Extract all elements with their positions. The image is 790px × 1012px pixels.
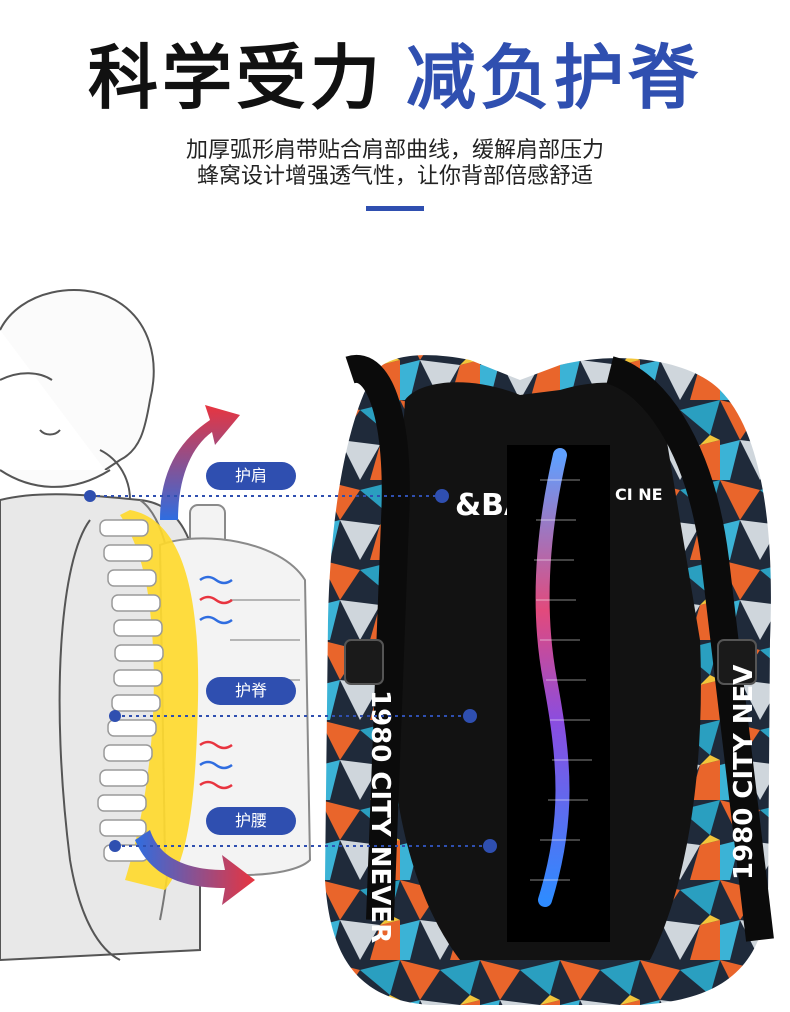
callout-shoulder: 护肩: [206, 462, 296, 490]
backpack-icon: [158, 504, 312, 876]
down-arrow-icon: [135, 830, 255, 905]
airflow-arrow-icon: [199, 575, 233, 790]
subtitle-line-2: 蜂窝设计增强透气性，让你背部倍感舒适: [196, 164, 593, 189]
strap-text-left: 1980 CITY NEVER: [365, 690, 395, 943]
callout-waist: 护腰: [206, 807, 296, 835]
spine-icon: [97, 519, 164, 862]
callout-spine: 护脊: [206, 677, 296, 705]
xray-spine: [535, 448, 570, 907]
print-side-text: CI NE: [615, 485, 663, 504]
headline-blue: 减负护脊: [406, 37, 702, 119]
strap-text-right: 1980 CITY NEV: [729, 665, 759, 880]
subtitle-line-1: 加厚弧形肩带贴合肩部曲线，缓解肩部压力: [185, 138, 604, 163]
headline-black: 科学受力: [88, 37, 384, 119]
product-illustration: &BA CI NE 1980 CITY NEVER 1980 CITY NEV: [0, 289, 774, 1005]
callout-lines: [90, 495, 490, 847]
up-arrow-icon: [160, 405, 240, 520]
title-divider: [366, 206, 424, 211]
headline: 科学受力减负护脊: [0, 38, 790, 118]
